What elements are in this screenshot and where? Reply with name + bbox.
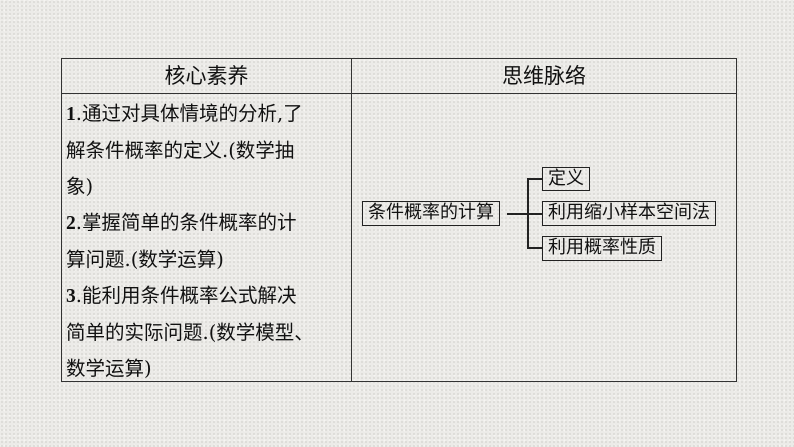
line-1: 1.通过对具体情境的分析,了 xyxy=(66,96,314,133)
column-divider xyxy=(351,59,352,381)
line-6: 3.能利用条件概率公式解决 xyxy=(66,278,314,315)
branch-node-probability-properties: 利用概率性质 xyxy=(542,236,662,261)
connector xyxy=(527,178,542,180)
line-5: 算问题.(数学运算) xyxy=(66,242,314,278)
item-number: 3 xyxy=(66,286,76,307)
branch-node-reduced-sample-space: 利用缩小样本空间法 xyxy=(542,201,716,226)
connector xyxy=(527,213,542,215)
line-text: 数学运算) xyxy=(66,357,152,380)
root-node: 条件概率的计算 xyxy=(362,201,500,226)
connector xyxy=(527,247,542,249)
header-mind-map: 思维脉络 xyxy=(502,64,586,88)
item-number: 2 xyxy=(66,213,76,234)
line-4: 2.掌握简单的条件概率的计 xyxy=(66,205,314,242)
summary-table: 核心素养 思维脉络 1.通过对具体情境的分析,了 解条件概率的定义.(数学抽 象… xyxy=(61,58,737,382)
line-text: 简单的实际问题.(数学模型、 xyxy=(66,321,314,344)
line-7: 简单的实际问题.(数学模型、 xyxy=(66,315,314,351)
line-text: 象) xyxy=(66,175,94,198)
branch-node-definition: 定义 xyxy=(542,167,590,191)
line-3: 象) xyxy=(66,169,314,205)
line-text: 算问题.(数学运算) xyxy=(66,248,224,271)
header-divider xyxy=(62,93,736,94)
line-text: .掌握简单的条件概率的计 xyxy=(75,211,297,234)
line-text: .通过对具体情境的分析,了 xyxy=(75,102,303,125)
line-2: 解条件概率的定义.(数学抽 xyxy=(66,133,314,169)
line-8: 数学运算) xyxy=(66,351,314,387)
connector xyxy=(507,213,528,215)
line-text: .能利用条件概率公式解决 xyxy=(75,284,297,307)
item-number: 1 xyxy=(66,104,76,125)
core-literacy-text: 1.通过对具体情境的分析,了 解条件概率的定义.(数学抽 象) 2.掌握简单的条… xyxy=(66,96,314,387)
header-core-literacy: 核心素养 xyxy=(164,64,249,88)
line-text: 解条件概率的定义.(数学抽 xyxy=(66,139,295,162)
